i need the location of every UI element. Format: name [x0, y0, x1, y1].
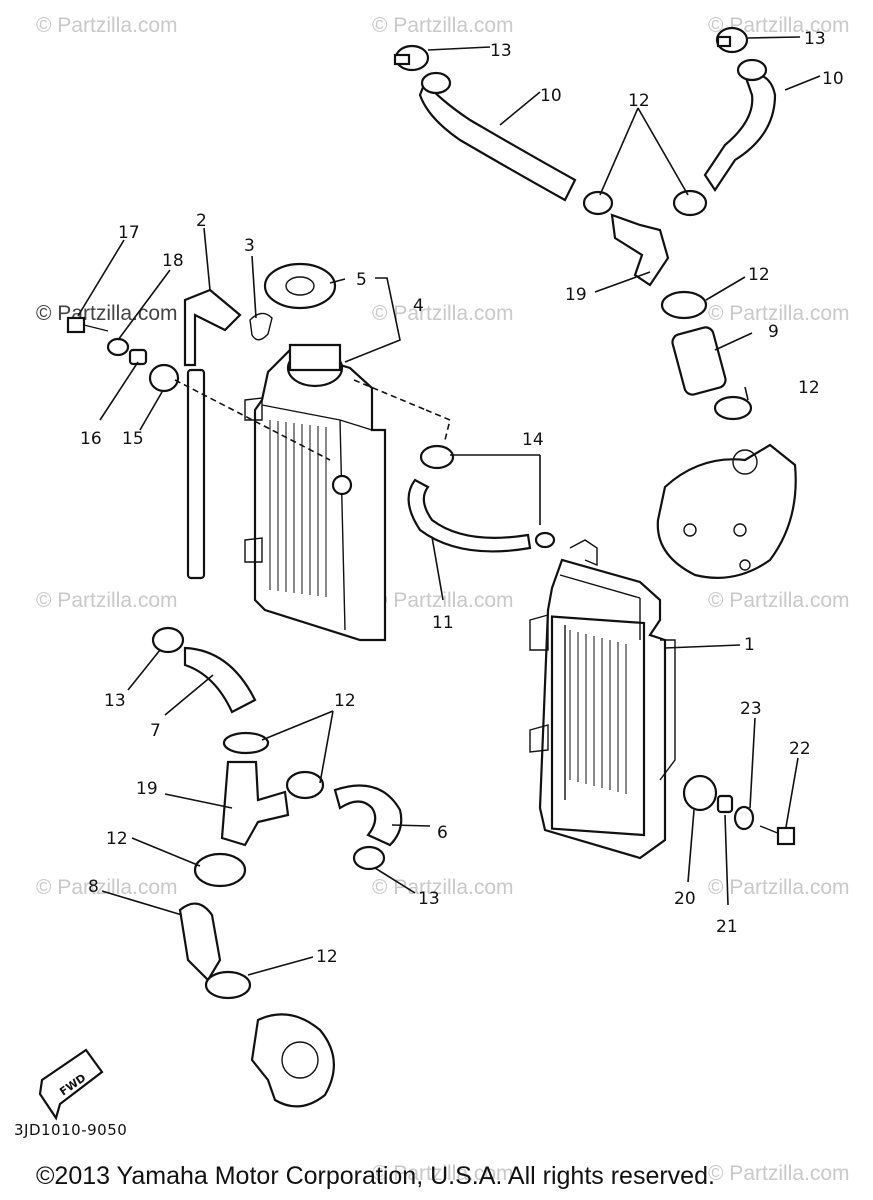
clamp[interactable]	[660, 290, 708, 320]
watermark: © Partzilla.com	[372, 1162, 514, 1185]
watermark: © Partzilla.com	[372, 876, 514, 899]
callout-11: 11	[432, 613, 454, 633]
clamp[interactable]	[582, 190, 614, 216]
bolt-17[interactable]	[66, 316, 109, 334]
clamp[interactable]	[222, 731, 270, 755]
clamp[interactable]	[715, 26, 749, 54]
hose-9[interactable]	[671, 326, 728, 397]
callout-16: 16	[80, 429, 102, 449]
callout-10: 10	[822, 69, 844, 89]
clamp[interactable]	[713, 395, 753, 421]
collar-21[interactable]	[716, 794, 734, 814]
watermark: © Partzilla.com	[708, 1162, 850, 1185]
callout-1: 1	[744, 635, 755, 655]
clamp[interactable]	[204, 970, 252, 1000]
joint-19-lower[interactable]	[220, 760, 290, 847]
watermark: © Partzilla.com	[36, 589, 178, 612]
callout-12: 12	[628, 91, 650, 111]
callout-10: 10	[540, 86, 562, 106]
callout-9: 9	[768, 322, 779, 342]
callout-2: 2	[196, 211, 207, 231]
callout-12: 12	[748, 265, 770, 285]
callout-4: 4	[413, 296, 424, 316]
clamp[interactable]	[285, 770, 325, 800]
clamp[interactable]	[151, 626, 185, 654]
watermark: © Partzilla.com	[372, 302, 514, 325]
callout-13: 13	[104, 691, 126, 711]
hose-10-right[interactable]	[703, 58, 777, 192]
callout-13: 13	[418, 889, 440, 909]
diagram-code: 3JD1010-9050	[14, 1121, 128, 1139]
callout-12: 12	[316, 947, 338, 967]
clip-3[interactable]	[249, 312, 273, 341]
hose-8[interactable]	[178, 902, 222, 982]
bolt-22[interactable]	[759, 825, 796, 846]
callout-14: 14	[522, 430, 544, 450]
callout-21: 21	[716, 917, 738, 937]
callout-8: 8	[88, 877, 99, 897]
callout-23: 23	[740, 699, 762, 719]
watermark: © Partzilla.com	[36, 876, 178, 899]
callout-19: 19	[136, 779, 158, 799]
hose-2[interactable]	[183, 288, 242, 580]
copyright-notice: ©2013 Yamaha Motor Corporation, U.S.A. A…	[36, 1162, 715, 1190]
right-radiator[interactable]	[529, 539, 676, 860]
callout-7: 7	[150, 721, 161, 741]
callout-13: 13	[804, 29, 826, 49]
callout-12: 12	[334, 691, 356, 711]
watermark: © Partzilla.com	[708, 876, 850, 899]
clamp[interactable]	[352, 845, 386, 871]
washer-23[interactable]	[733, 805, 755, 831]
watermark: © Partzilla.com	[36, 14, 178, 37]
callout-18: 18	[162, 251, 184, 271]
hose-11[interactable]	[407, 478, 532, 553]
callout-20: 20	[674, 889, 696, 909]
callout-19: 19	[565, 285, 587, 305]
watermark: © Partzilla.com	[372, 14, 514, 37]
callout-6: 6	[437, 823, 448, 843]
hose-7[interactable]	[183, 646, 257, 714]
watermark: © Partzilla.com	[708, 589, 850, 612]
callout-5: 5	[356, 270, 367, 290]
watermark: © Partzilla.com	[708, 302, 850, 325]
callout-12: 12	[106, 829, 128, 849]
cylinder-head	[656, 443, 797, 579]
left-radiator[interactable]	[244, 262, 387, 642]
callout-13: 13	[490, 41, 512, 61]
washer-18[interactable]	[106, 337, 130, 357]
clamp[interactable]	[672, 189, 708, 217]
grommet-15[interactable]	[148, 363, 180, 393]
hose-10-left[interactable]	[418, 71, 577, 202]
collar-16[interactable]	[128, 348, 148, 366]
hose-6[interactable]	[333, 784, 403, 847]
clamp[interactable]	[534, 531, 556, 549]
callout-12: 12	[798, 378, 820, 398]
clamp[interactable]	[193, 852, 247, 888]
callout-15: 15	[122, 429, 144, 449]
grommet-20[interactable]	[682, 774, 718, 812]
leader-lines	[77, 36, 821, 976]
joint-19-upper[interactable]	[610, 213, 670, 287]
clamp[interactable]	[393, 44, 430, 72]
clamp[interactable]	[419, 444, 455, 470]
callout-22: 22	[789, 739, 811, 759]
callout-17: 17	[118, 223, 140, 243]
callout-3: 3	[244, 236, 255, 256]
fwd-arrow-icon: FWD	[38, 1048, 104, 1121]
water-pump-housing	[250, 1013, 335, 1108]
watermark: © Partzilla.com	[372, 589, 514, 612]
